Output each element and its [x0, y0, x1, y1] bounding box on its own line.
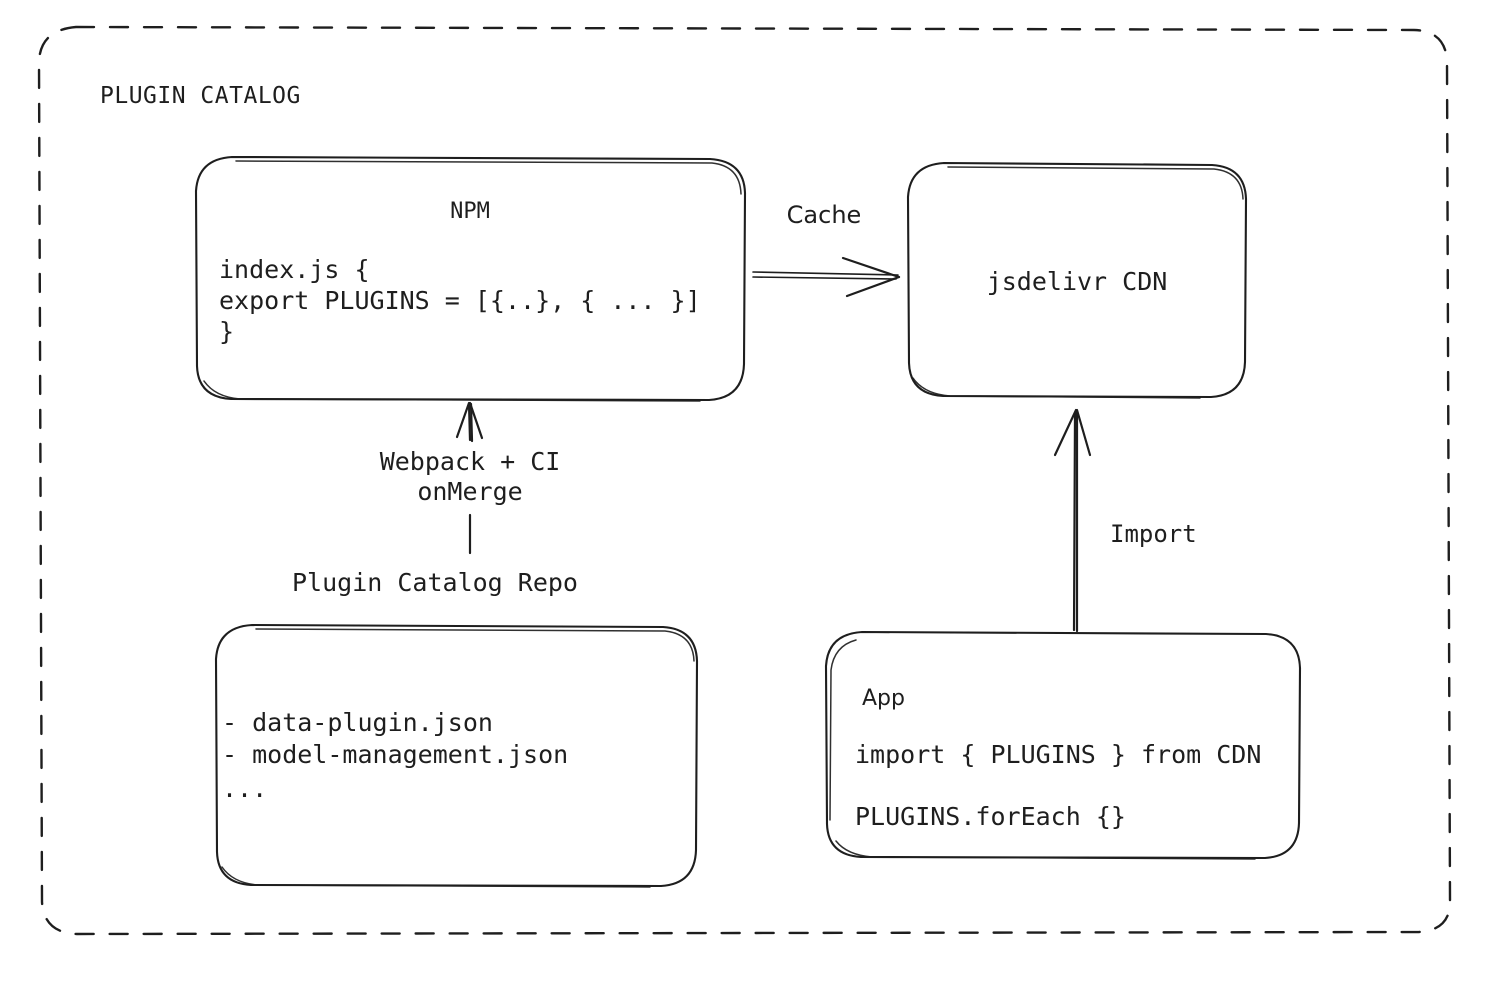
edge-build-label-line1: Webpack + CI	[380, 447, 561, 476]
node-cdn[interactable]	[906, 161, 1248, 399]
edge-cache-arrow	[752, 256, 901, 298]
npm-code-line-2: export PLUGINS = [{..}, { ... }]	[219, 286, 701, 315]
plugin-catalog-group-frame	[37, 25, 1452, 936]
repo-line-2: - model-management.json	[222, 740, 568, 769]
edge-build-label-line2: onMerge	[417, 477, 522, 506]
node-repo[interactable]	[214, 623, 699, 888]
edge-import-arrow	[1053, 408, 1092, 633]
app-code-line-2: PLUGINS.forEach {}	[855, 802, 1126, 831]
app-title: App	[862, 686, 905, 711]
cdn-title: jsdelivr CDN	[987, 267, 1168, 296]
group-title: PLUGIN CATALOG	[100, 83, 301, 109]
npm-title: NPM	[450, 199, 490, 224]
npm-code-line-3: }	[219, 317, 234, 346]
edge-cache-label: Cache	[787, 201, 862, 229]
repo-caption: Plugin Catalog Repo	[292, 568, 578, 597]
node-app[interactable]	[824, 630, 1302, 860]
repo-line-3: ...	[222, 774, 267, 803]
repo-line-1: - data-plugin.json	[222, 708, 493, 737]
edge-build-arrow	[455, 401, 484, 555]
edge-import-label: Import	[1110, 520, 1197, 548]
node-npm[interactable]	[194, 155, 747, 402]
app-code-line-1: import { PLUGINS } from CDN	[855, 740, 1261, 769]
npm-code-line-1: index.js {	[219, 255, 370, 284]
